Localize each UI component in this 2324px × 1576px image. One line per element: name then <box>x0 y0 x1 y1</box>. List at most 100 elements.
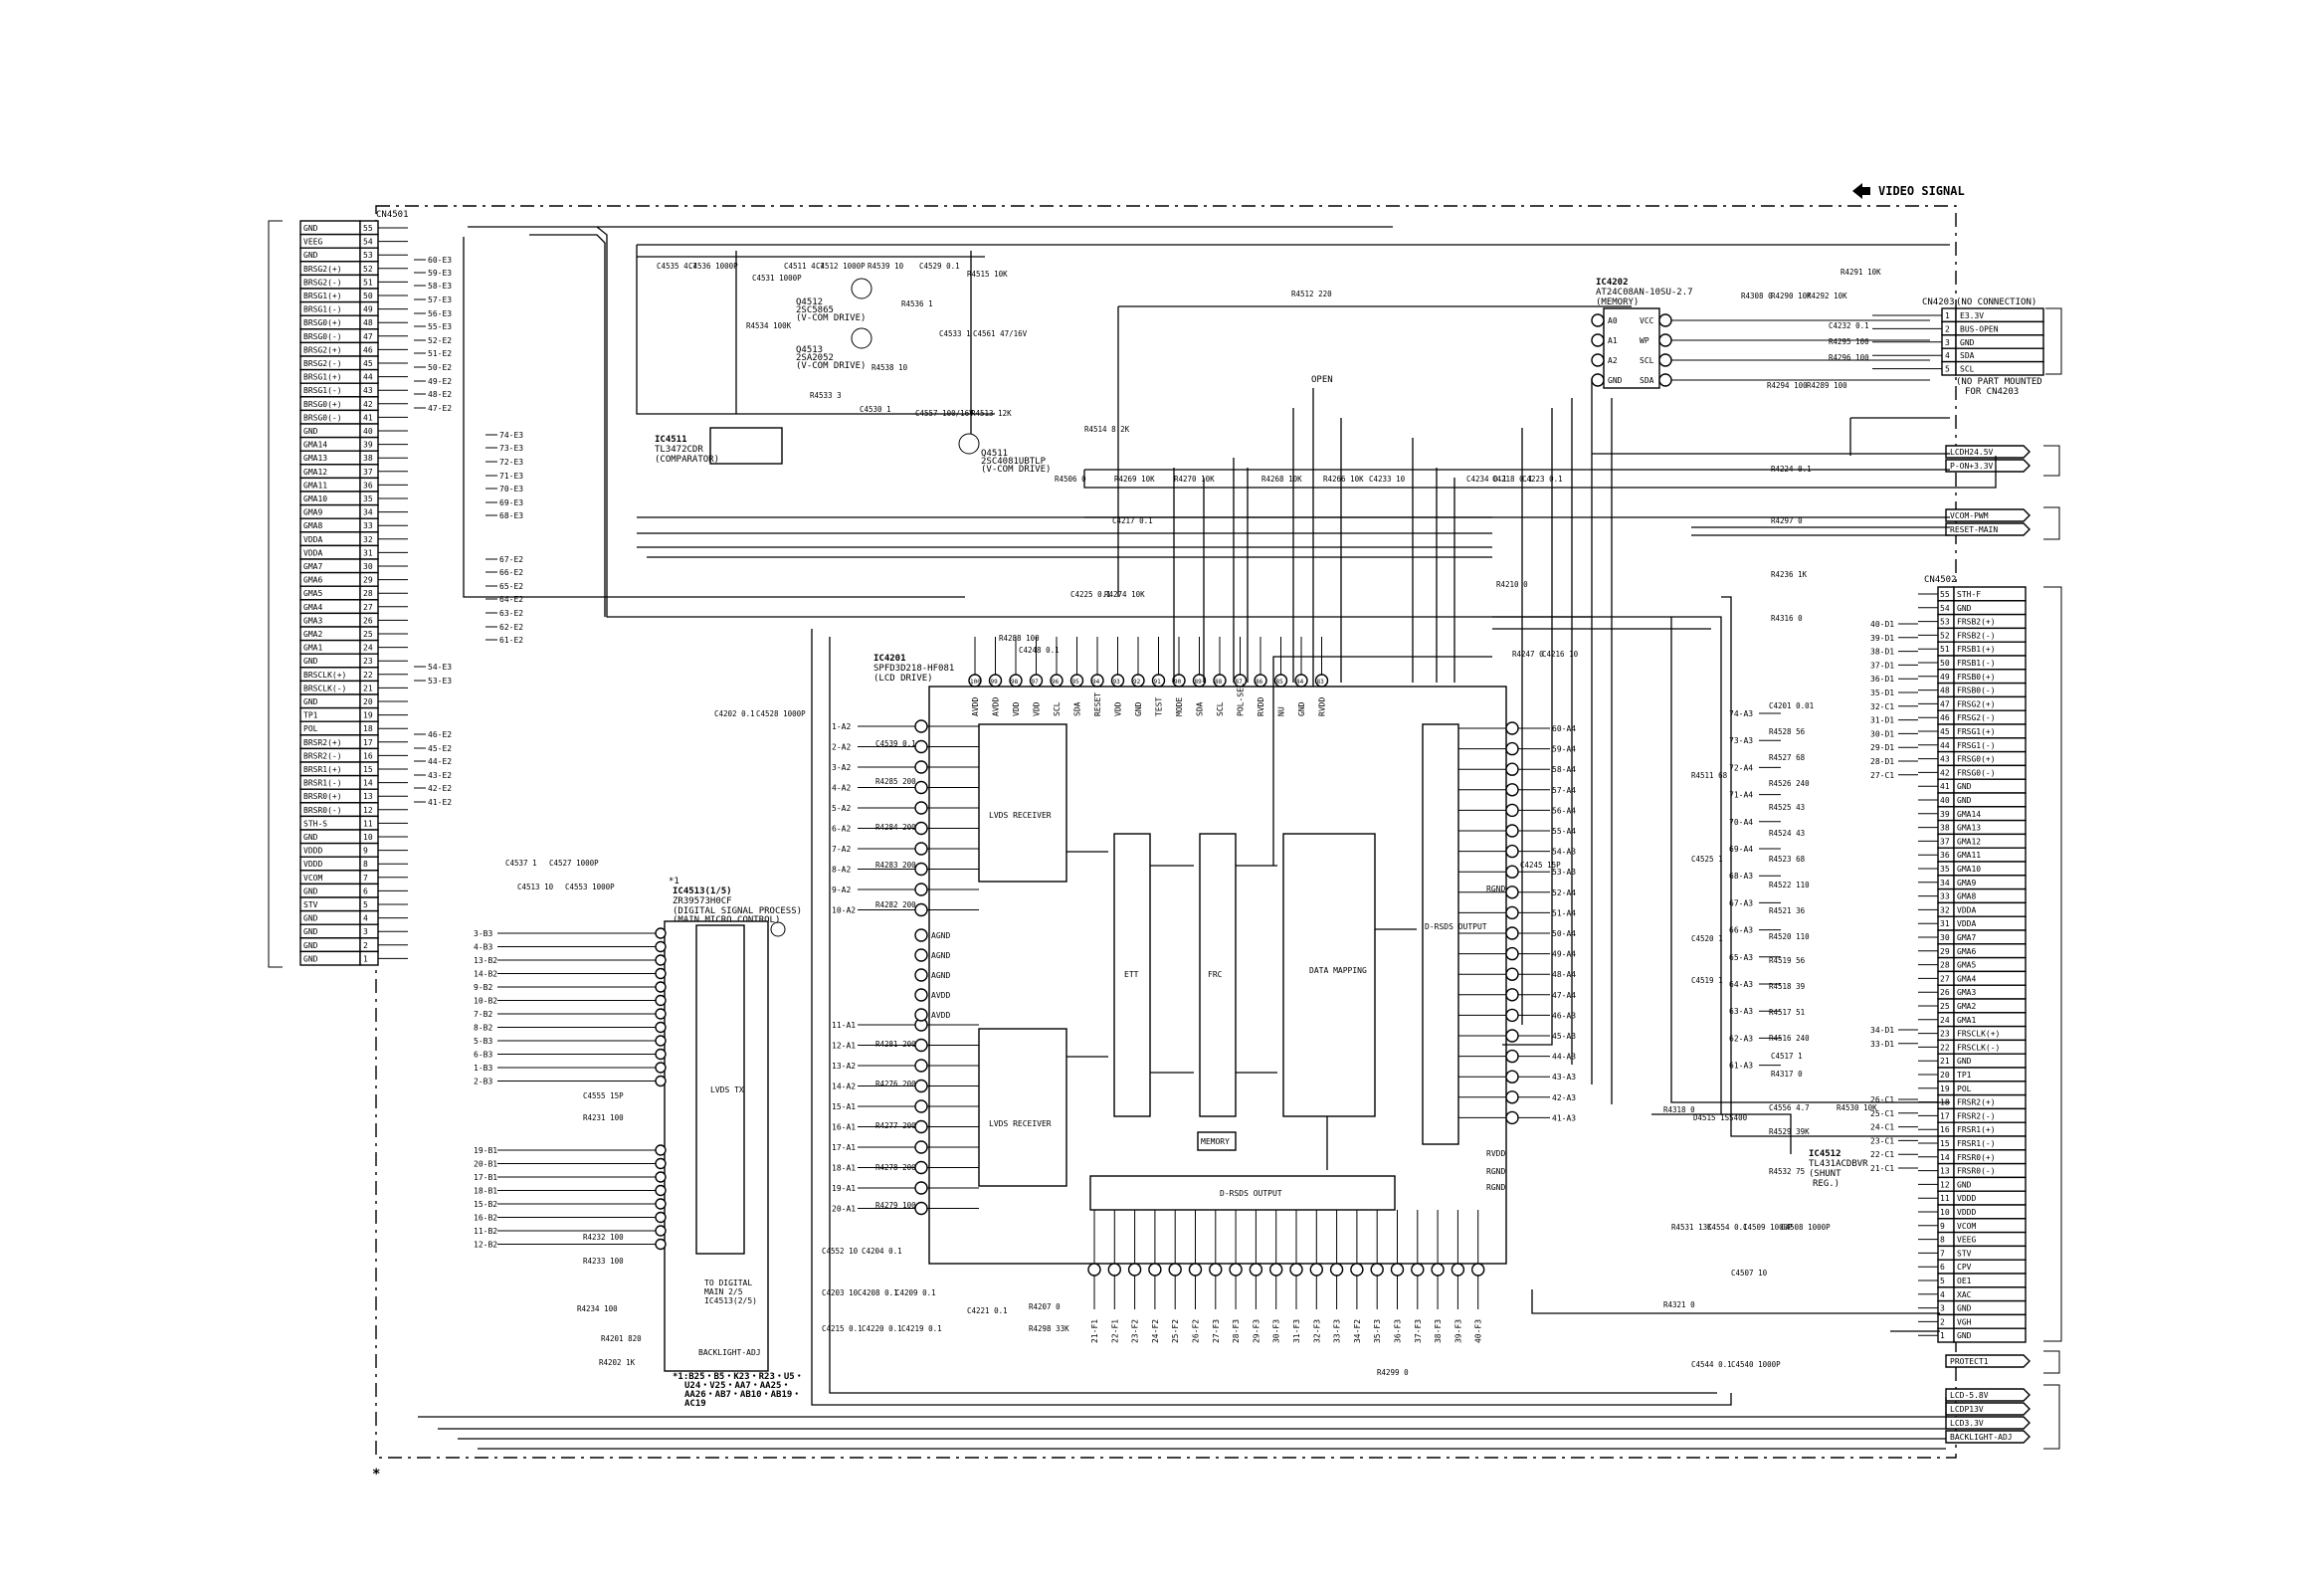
component-label: R4299 0 <box>1377 1368 1409 1377</box>
ic4201-input-label: 11-A1 <box>832 1021 856 1030</box>
net-label: 74-E3 <box>499 431 523 440</box>
ic4201-output-label: 41-A3 <box>1552 1113 1576 1122</box>
cn4203-bracket <box>2045 307 2062 375</box>
cn4501-pin-label: GND <box>303 886 318 895</box>
component-label: R4318 0 <box>1663 1105 1695 1114</box>
cn4203-pin-label: GND <box>1960 338 1975 347</box>
cn4502-pin-number: 31 <box>1940 919 1950 928</box>
component-label: R4207 0 <box>1029 1302 1061 1311</box>
cn4502-pin-number: 21 <box>1940 1057 1950 1066</box>
ic4513-backlight: BACKLIGHT-ADJ <box>698 1348 761 1357</box>
ic4201-right-pin-circle <box>1505 1110 1519 1125</box>
component-label: R4321 0 <box>1663 1300 1695 1309</box>
cn4502-pin-label: VCOM <box>1957 1222 1976 1231</box>
component-label: R4232 100 <box>583 1233 624 1242</box>
mid-left-label: 62-A3 <box>1729 1034 1753 1043</box>
cn4502-pin-label: GMA10 <box>1957 865 1981 874</box>
ett-block <box>1113 833 1151 1117</box>
cn4502-pin-number: 20 <box>1940 1071 1950 1080</box>
cn4501-pin-number: 41 <box>363 413 373 422</box>
component-label: C4529 0.1 <box>919 262 960 271</box>
cn4502-pin-number: 1 <box>1940 1331 1945 1340</box>
ic4201-right-pin-circle <box>1505 803 1519 818</box>
ic4201-left-pin-circle <box>914 883 928 896</box>
cn4501-pin-number: 33 <box>363 521 373 530</box>
ic4202-left-pin-circle <box>1591 313 1605 327</box>
net-label: 53-E3 <box>428 677 452 686</box>
component-label: R4201 820 <box>601 1334 642 1343</box>
ic4201-input-label: 17-A1 <box>832 1143 856 1152</box>
mid-right-label: 26-C1 <box>1870 1095 1894 1104</box>
mid-right-label: 31-D1 <box>1870 716 1894 725</box>
cn4501-pin-label: VDDD <box>303 860 322 869</box>
cn4502-pin-number: 28 <box>1940 961 1950 970</box>
ic4201-bottom-pin-circle <box>1087 1263 1101 1277</box>
lvds-tx-label: LVDS TX <box>710 1085 744 1094</box>
ic4201-top-pin-label: GND <box>1297 701 1306 716</box>
ic4513-bottom-note2: U24・V25・AA7・AA25・ <box>684 1381 790 1391</box>
cn4203-pin-label: BUS-OPEN <box>1960 324 1999 333</box>
cn4502-pin-number: 33 <box>1940 892 1950 901</box>
ic4202-left-pin-circle <box>1591 333 1605 347</box>
cn4502-pin-number: 36 <box>1940 851 1950 860</box>
net-label: 64-E2 <box>499 595 523 604</box>
cn4501-pin-number: 11 <box>363 819 373 828</box>
cn4501-pin-number: 18 <box>363 724 373 733</box>
cn4501-pin-number: 22 <box>363 671 373 680</box>
cn4501-pin-number: 44 <box>363 373 373 382</box>
cn4502-pin-label: FRSG0(+) <box>1957 755 1996 764</box>
ic4201-bottom-label: 30-F3 <box>1272 1319 1281 1343</box>
cn4502-pin-number: 9 <box>1940 1222 1945 1231</box>
ic4201-output-label: 60-A4 <box>1552 724 1576 733</box>
component-label: R4236 1K <box>1771 570 1808 579</box>
cn4502-pin-label: XAC <box>1957 1290 1972 1299</box>
ic4201-bottom-pin-circle <box>1148 1263 1162 1277</box>
cn4501-pin-label: BRSR0(-) <box>303 806 342 815</box>
cn4502-pin-label: STV <box>1957 1249 1972 1258</box>
cn4502-pin-label: GND <box>1957 604 1972 613</box>
ic4201-input-label: 7-A2 <box>832 845 851 854</box>
component-label: C4557 100/16V <box>915 409 974 418</box>
component-label: C4201 0.01 <box>1769 701 1814 710</box>
ic4202-right-pin-label: WP <box>1640 336 1649 345</box>
ic4201-bottom-pin-circle <box>1188 1263 1203 1277</box>
cn4501-pin-label: GMA3 <box>303 616 322 625</box>
net-label: 52-E2 <box>428 336 452 345</box>
mid-right-label: 36-D1 <box>1870 675 1894 684</box>
net-label: 49-E2 <box>428 377 452 386</box>
ic4201-right-pin-circle <box>1505 967 1519 981</box>
cn4502-pin-number: 3 <box>1940 1304 1945 1313</box>
signal-flag-label: BACKLIGHT-ADJ <box>1950 1433 2013 1442</box>
cn4501-pin-number: 50 <box>363 292 373 300</box>
component-label: R4247 0 <box>1512 650 1544 659</box>
cn4501-pin-label: GMA9 <box>303 508 322 517</box>
ic4513-pin-circle <box>655 1238 667 1251</box>
ic4201-top-pin-label: MODE <box>1175 697 1184 716</box>
ic4201-bottom-label: 37-F3 <box>1414 1319 1423 1343</box>
ic4201-input-label: 1-A2 <box>832 722 851 731</box>
ic4201-input-label: 20-A1 <box>832 1205 856 1214</box>
net-label: 41-E2 <box>428 798 452 807</box>
ic4201-top-pin-number: 89 <box>1195 679 1203 686</box>
q4513-function: (V-COM DRIVE) <box>796 361 866 371</box>
cn4501-pin-number: 45 <box>363 359 373 368</box>
cn4502-pin-label: GMA6 <box>1957 947 1976 956</box>
cn4501-pin-number: 9 <box>363 847 368 856</box>
cn4502-pin-label: FRSB2(-) <box>1957 631 1996 640</box>
cn4501-pin-label: GMA6 <box>303 576 322 585</box>
ic4201-output-label: 42-A3 <box>1552 1093 1576 1102</box>
ic4513-pin-circle <box>655 1035 667 1047</box>
component-label: C4535 4.7 <box>657 262 697 271</box>
component-label: R4278 200 <box>875 1163 916 1172</box>
ic4201-bottom-label: 23-F2 <box>1131 1319 1140 1343</box>
component-label: C4512 1000P <box>816 262 866 271</box>
ic4201-output-label: 45-A3 <box>1552 1032 1576 1041</box>
ic4202-name: IC4202 <box>1596 278 1629 288</box>
video-signal-header: VIDEO SIGNAL <box>1852 183 1965 199</box>
ic4513-pin-circle <box>655 1075 667 1087</box>
component-label: C4539 0.1 <box>875 739 916 748</box>
signal-flag <box>1945 1416 2031 1430</box>
cn4501-pin-label: BRSR2(+) <box>303 738 342 747</box>
ic4201-right-pin-circle <box>1505 988 1519 1002</box>
ic4201: IC4201 SPFD3D218-HF081 (LCD DRIVE) LVDS … <box>873 654 1507 1265</box>
